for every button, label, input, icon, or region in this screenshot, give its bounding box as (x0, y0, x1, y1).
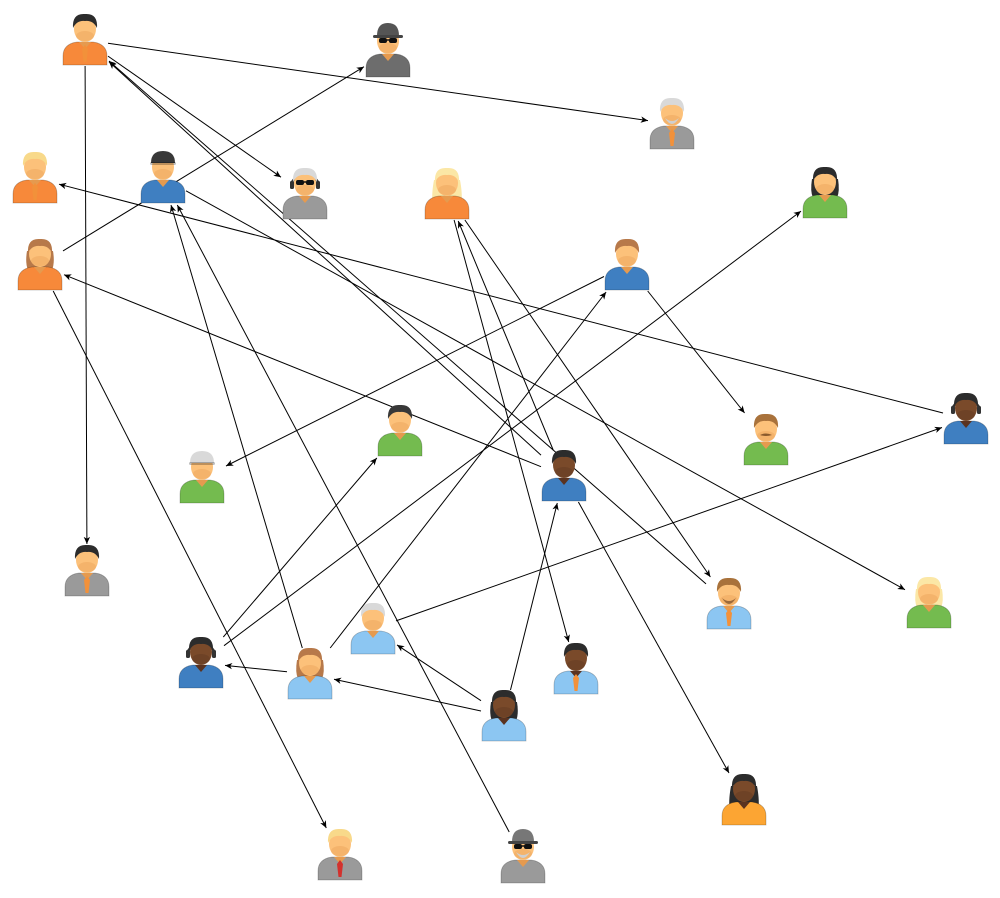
edge-n15-to-n4 (58, 182, 944, 414)
edge-n13-to-n24 (577, 501, 730, 774)
person-icon-n22[interactable] (553, 642, 599, 695)
person-icon-n9[interactable] (17, 238, 63, 291)
person-icon-n17[interactable] (706, 577, 752, 630)
person-icon-n4[interactable] (12, 151, 58, 204)
edge-n21-to-n5 (169, 204, 303, 649)
edge-n20-to-n8 (223, 210, 802, 647)
support-icon-n6[interactable] (282, 167, 328, 220)
person-icon-n5[interactable] (140, 151, 186, 204)
nodes-layer (12, 13, 989, 884)
person-icon-n16[interactable] (64, 544, 110, 597)
edge-n23-to-n19 (396, 644, 482, 702)
edge-n5-to-n18 (185, 190, 906, 591)
edges-layer (52, 42, 944, 833)
edge-n9-to-n25 (52, 290, 327, 829)
spy-icon-n26[interactable] (500, 829, 546, 884)
person-icon-n23[interactable] (481, 689, 527, 742)
edge-n21-to-n10 (329, 291, 607, 649)
support-icon-n15[interactable] (943, 392, 989, 445)
person-icon-n18[interactable] (906, 576, 952, 629)
edge-n1-to-n3 (107, 42, 649, 123)
person-icon-n3[interactable] (649, 97, 695, 150)
edge-n21-to-n20 (224, 662, 288, 673)
spy-icon-n2[interactable] (365, 23, 411, 78)
edge-n20-to-n11 (222, 457, 378, 638)
edge-n19-to-n15 (395, 426, 943, 622)
person-icon-n24[interactable] (721, 773, 767, 826)
edge-n1-to-n6 (107, 55, 282, 178)
person-icon-n14[interactable] (743, 413, 789, 466)
edge-n9-to-n2 (62, 66, 365, 252)
edge-n10-to-n12 (225, 276, 605, 467)
edge-n23-to-n21 (333, 677, 482, 712)
edge-n13-to-n1 (108, 61, 542, 456)
edge-n23-to-n13 (510, 502, 559, 691)
edge-n13-to-n7 (457, 220, 554, 451)
person-icon-n19[interactable] (350, 602, 396, 655)
edge-n26-to-n5 (176, 204, 510, 833)
person-icon-n21[interactable] (287, 647, 333, 700)
person-icon-n11[interactable] (377, 404, 423, 457)
person-icon-n25[interactable] (317, 828, 363, 881)
person-icon-n12[interactable] (179, 451, 225, 504)
edge-n1-to-n16 (83, 65, 91, 545)
person-icon-n10[interactable] (604, 238, 650, 291)
support-icon-n20[interactable] (178, 636, 224, 689)
person-icon-n7[interactable] (424, 167, 470, 220)
edge-n13-to-n9 (63, 274, 542, 468)
edge-n7-to-n22 (453, 219, 570, 643)
edge-n10-to-n14 (647, 290, 745, 414)
edge-n7-to-n17 (464, 219, 711, 578)
person-icon-n8[interactable] (802, 166, 848, 219)
edge-n17-to-n1 (108, 60, 707, 585)
person-icon-n1[interactable] (62, 13, 108, 66)
person-icon-n13[interactable] (541, 449, 587, 502)
